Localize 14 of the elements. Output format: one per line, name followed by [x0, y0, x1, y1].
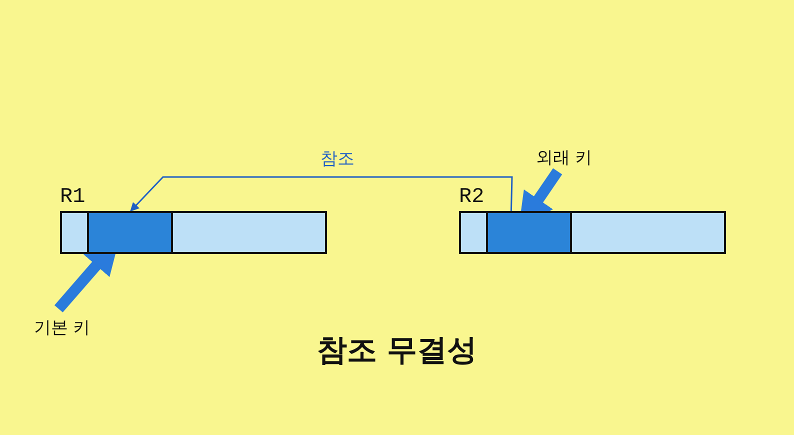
relation-name: R1 — [60, 185, 86, 211]
record-field — [173, 213, 325, 252]
key-label: 외래 키 — [524, 144, 604, 170]
record-field — [572, 213, 724, 252]
record-field — [62, 213, 89, 252]
relation-name: R2 — [459, 185, 484, 211]
reference-arrow — [130, 176, 513, 212]
key-field — [89, 213, 173, 252]
diagram-title: 참조 무결성 — [316, 332, 478, 370]
record-field — [461, 213, 488, 252]
relation-record — [459, 185, 726, 254]
relation-record — [60, 185, 327, 254]
key-label: 기본 키 — [28, 314, 96, 340]
key-field — [488, 213, 572, 252]
